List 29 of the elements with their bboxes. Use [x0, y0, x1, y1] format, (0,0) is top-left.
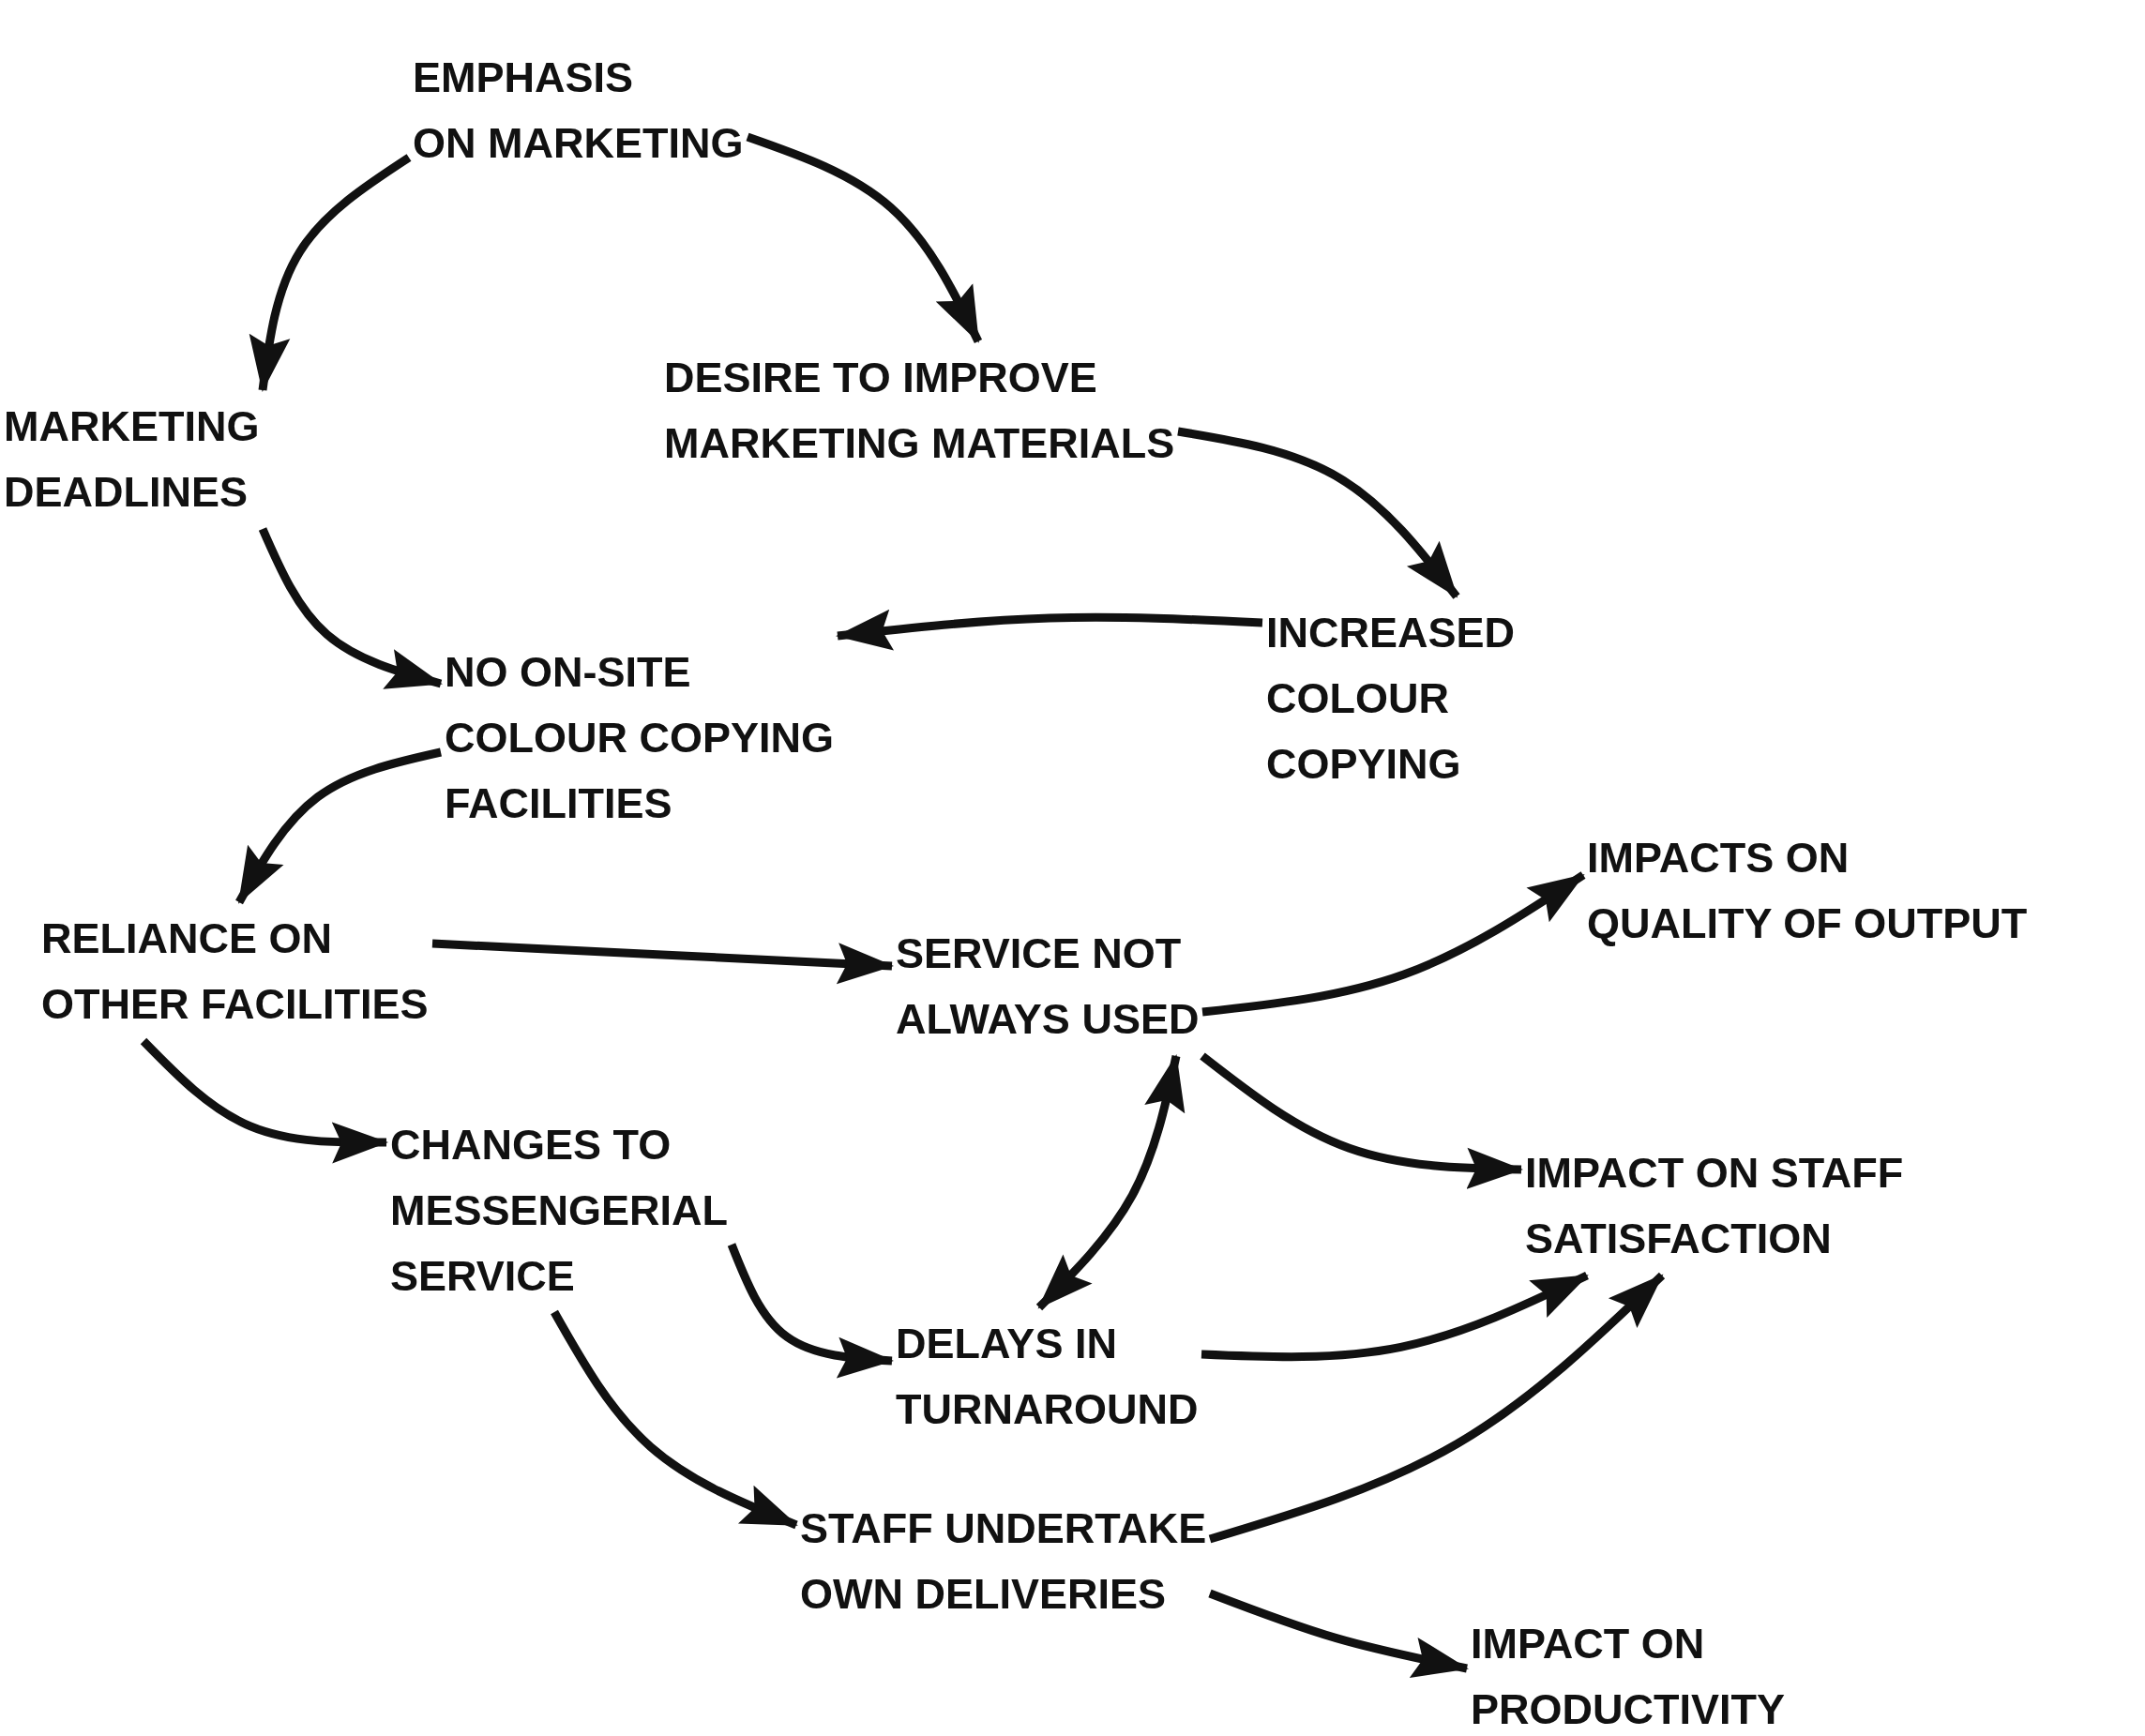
- arrow: [249, 154, 412, 392]
- arrow: [551, 1309, 798, 1530]
- arrow: [1201, 871, 1586, 1017]
- arrow: [1201, 1271, 1589, 1362]
- cause-effect-text: STAFF UNDERTAKE OWN DELIVERIES: [800, 1496, 1207, 1627]
- arrow: [746, 132, 983, 343]
- cause-effect-text: RELIANCE ON OTHER FACILITIES: [41, 906, 429, 1037]
- arrow: [727, 1243, 894, 1379]
- cause-effect-text: DESIRE TO IMPROVE MARKETING MATERIALS: [664, 345, 1175, 476]
- cause-effect-text: SERVICE NOT ALWAYS USED: [896, 921, 1200, 1052]
- arrow: [1208, 1589, 1469, 1678]
- cause-effect-text: CHANGES TO MESSENGERIAL SERVICE: [390, 1112, 729, 1309]
- cause-effect-text: DELAYS IN TURNAROUND: [896, 1311, 1199, 1442]
- arrow: [1177, 427, 1460, 599]
- arrow: [140, 1037, 388, 1164]
- cause-effect-text: IMPACT ON PRODUCTIVITY: [1471, 1611, 1786, 1736]
- cause-effect-text: INCREASED COLOUR COPYING: [1266, 600, 1516, 797]
- arrow: [431, 939, 894, 985]
- arrow: [1200, 1052, 1523, 1189]
- cause-effect-text: IMPACTS ON QUALITY OF OUTPUT: [1587, 825, 2028, 957]
- arrow: [235, 747, 442, 905]
- arrow: [836, 609, 1263, 651]
- cause-effect-text: EMPHASIS ON MARKETING: [413, 45, 744, 176]
- arrow: [1208, 1272, 1666, 1544]
- arrow: [1035, 1054, 1186, 1311]
- arrow: [258, 527, 443, 689]
- cause-effect-text: MARKETING DEADLINES: [4, 394, 260, 525]
- cause-effect-text: NO ON-SITE COLOUR COPYING FACILITIES: [445, 640, 835, 837]
- cause-effect-text: IMPACT ON STAFF SATISFACTION: [1525, 1140, 1904, 1272]
